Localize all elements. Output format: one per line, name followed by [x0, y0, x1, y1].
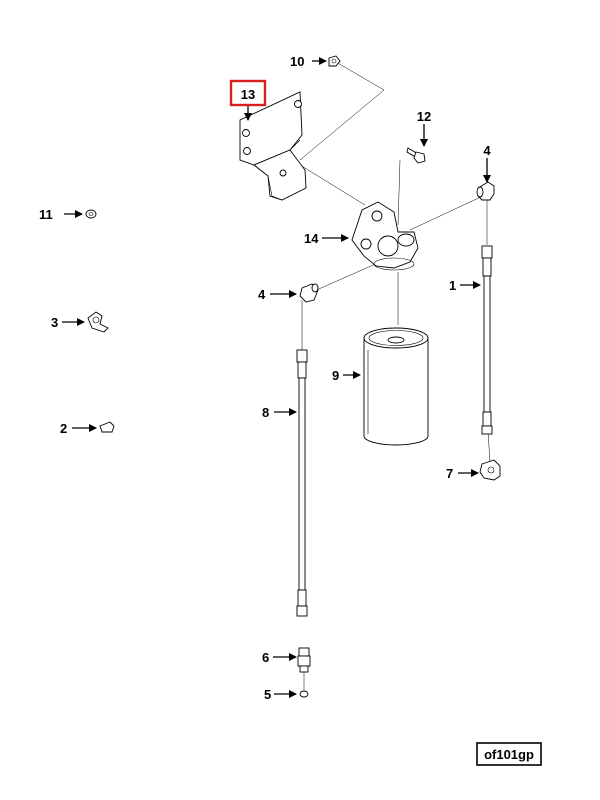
o-ring	[299, 690, 309, 698]
callout-5[interactable]: 5	[264, 687, 271, 702]
drawing-code: of101gp	[484, 747, 534, 762]
hose-short	[481, 245, 493, 435]
callout-13[interactable]: 13	[241, 87, 255, 102]
callout-8[interactable]: 8	[262, 405, 269, 420]
callout-4-lower[interactable]: 4	[258, 287, 266, 302]
callout-4-upper[interactable]: 4	[483, 143, 491, 158]
callout-labels: 10 13 12 4 11 14 4 1 3 9 8 2 7 6 5	[39, 54, 491, 702]
callout-2[interactable]: 2	[60, 421, 67, 436]
hose-clamp	[87, 311, 109, 333]
callout-6[interactable]: 6	[262, 650, 269, 665]
highlighted-callout-box	[229, 79, 267, 107]
callout-arrows	[62, 57, 491, 698]
drawing-code-box: of101gp	[476, 742, 542, 766]
elbow-fitting-upper	[476, 181, 495, 201]
assembly-leader-lines	[299, 61, 491, 690]
washer	[85, 209, 97, 219]
plug	[99, 421, 115, 433]
hose-long	[296, 349, 308, 617]
callout-12[interactable]: 12	[417, 109, 431, 124]
callout-1[interactable]: 1	[449, 278, 456, 293]
callout-3[interactable]: 3	[51, 315, 58, 330]
callout-10[interactable]: 10	[290, 54, 304, 69]
elbow-fitting-lower	[299, 283, 319, 303]
mounting-bracket	[239, 91, 307, 201]
filter-cartridge	[363, 327, 429, 446]
nut	[328, 55, 341, 67]
filter-head	[351, 201, 419, 271]
callout-14[interactable]: 14	[304, 231, 319, 246]
callout-7[interactable]: 7	[446, 466, 453, 481]
callout-9[interactable]: 9	[332, 368, 339, 383]
bolt	[406, 147, 426, 164]
adapter-fitting	[297, 647, 311, 673]
callout-11[interactable]: 11	[39, 207, 53, 222]
elbow-fitting-bottom	[479, 459, 501, 481]
